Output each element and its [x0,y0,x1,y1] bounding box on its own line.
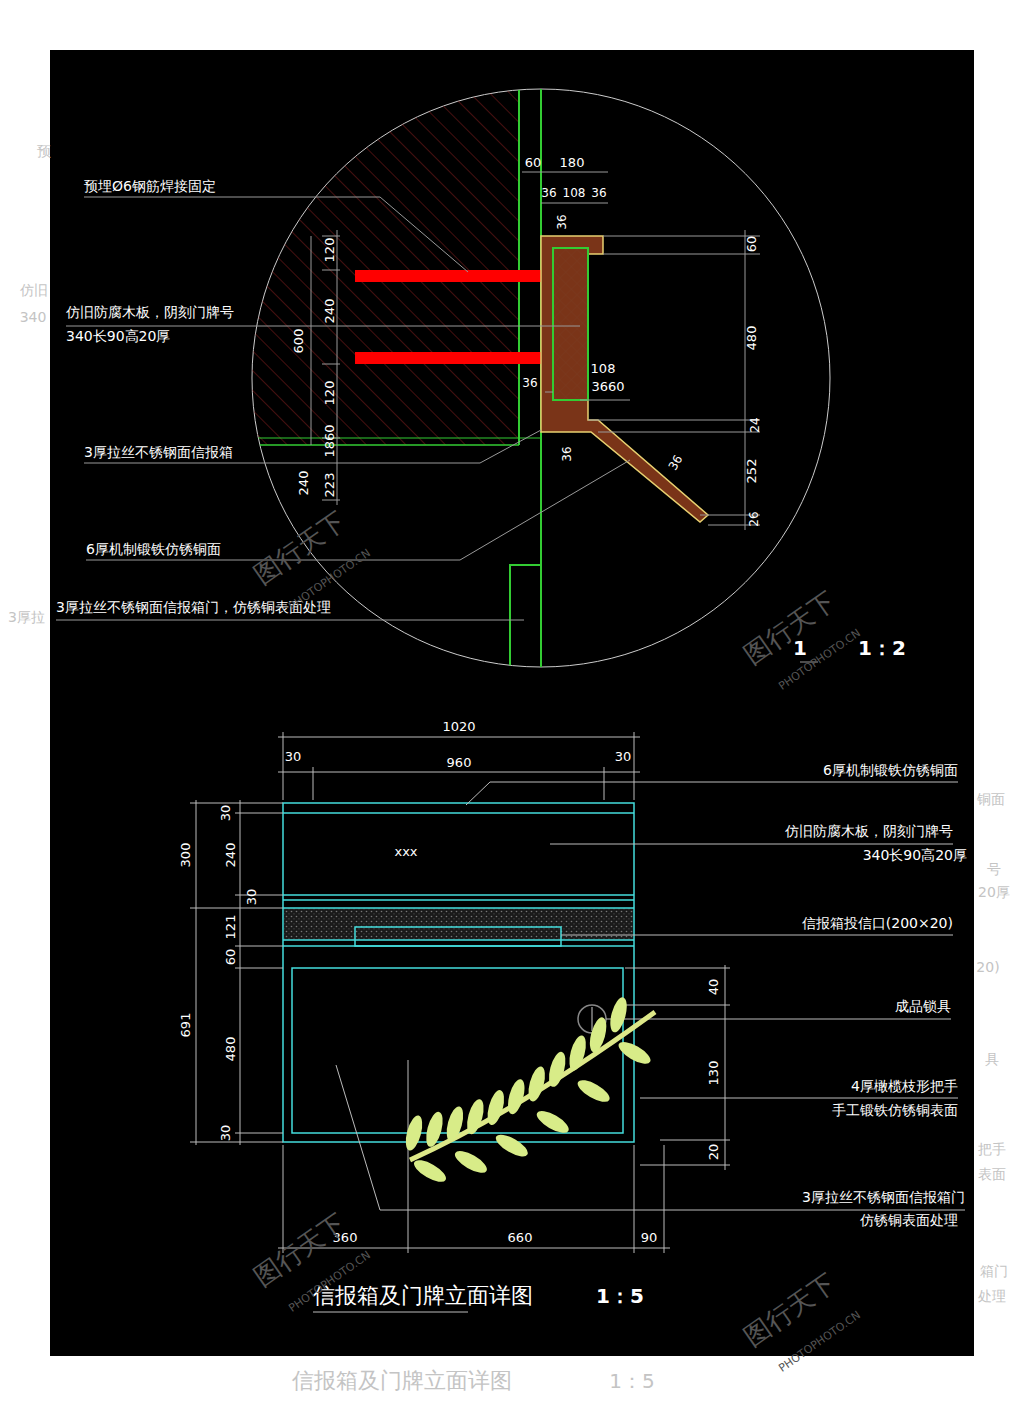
dim: 691 [179,1013,193,1038]
dim: 30 [245,889,259,906]
edge-fragment: 处理 [978,1289,1006,1304]
edge-fragment: 号 [987,862,1001,877]
dim: 36 [556,214,569,229]
note: 6厚机制锻铁仿锈铜面 [823,763,958,778]
note: 信报箱投信口(200×20) [802,916,953,931]
note: 预埋Ø6钢筋焊接固定 [84,179,216,194]
dim: 60 [525,156,542,170]
dim: 30 [219,1125,233,1142]
edge-fragment: 把手 [978,1142,1006,1157]
dim: 130 [707,1061,721,1086]
edge-fragment: 20) [976,960,999,975]
edge-fragment: 20厚 [978,885,1010,900]
dim: 30 [615,750,632,764]
note: 4厚橄榄枝形把手 [851,1079,958,1094]
edge-fragment: 预 [37,144,51,159]
dim: 30 [285,750,302,764]
dim: 60 [745,236,759,253]
dim: 240 [323,299,337,324]
dim: 40 [707,979,721,996]
dim: 300 [179,843,193,868]
dim: 36 [522,377,537,390]
dim: 36 [591,187,606,200]
dim: 121 [224,915,238,940]
note: 仿旧防腐木板，阴刻门牌号 [785,824,953,839]
edge-fragment: 箱门 [980,1264,1008,1279]
dim: 90 [641,1231,658,1245]
edge-fragment: 仿旧 [20,283,48,298]
dim: 3660 [591,380,624,394]
faded-scale: 1：5 [609,1370,654,1392]
note: 3厚拉丝不锈钢面信报箱门 [802,1190,965,1205]
edge-fragment: 340 [20,310,47,325]
dim: 600 [292,329,306,354]
note: 340长90高20厚 [66,329,170,344]
dim: 30 [219,805,233,822]
dim: 24 [749,417,762,432]
note: 6厚机制锻铁仿锈铜面 [86,542,221,557]
dim: 480 [745,326,759,351]
dim: 120 [323,238,337,263]
dim: 180 [560,156,585,170]
note: 仿旧防腐木板，阴刻门牌号 [66,305,234,320]
note: 340长90高20厚 [863,848,967,863]
dim: 480 [224,1037,238,1062]
door-number: xxx [394,845,417,859]
dim: 223 [323,473,337,498]
dim: 108 [563,187,586,200]
dim: 240 [224,843,238,868]
faded-title: 信报箱及门牌立面详图 [292,1369,512,1393]
dim: 36 [541,187,556,200]
dim: 20 [707,1144,721,1161]
dim: 240 [297,471,311,496]
drawing-title: 信报箱及门牌立面详图 [313,1284,533,1308]
scale: 1：5 [596,1285,644,1307]
edge-fragment: 3厚拉 [8,610,45,625]
note: 成品锁具 [895,999,951,1014]
dim: 252 [745,459,759,484]
dim: 660 [508,1231,533,1245]
dim: 960 [447,756,472,770]
dim: 60 [224,949,238,966]
edge-fragment: 具 [985,1052,999,1067]
dim: 1860 [323,424,337,457]
edge-fragment: 铜面 [977,792,1005,807]
note: 3厚拉丝不锈钢面信报箱 [84,445,233,460]
dim: 26 [748,511,761,526]
dim: 108 [591,362,616,376]
scale: 1：2 [858,637,906,659]
dim: 120 [323,381,337,406]
note: 仿锈铜表面处理 [860,1213,958,1228]
edge-fragment: 表面 [978,1167,1006,1182]
note: 手工锻铁仿锈铜表面 [832,1103,958,1118]
dim: 36 [561,446,574,461]
dim: 1020 [442,720,475,734]
